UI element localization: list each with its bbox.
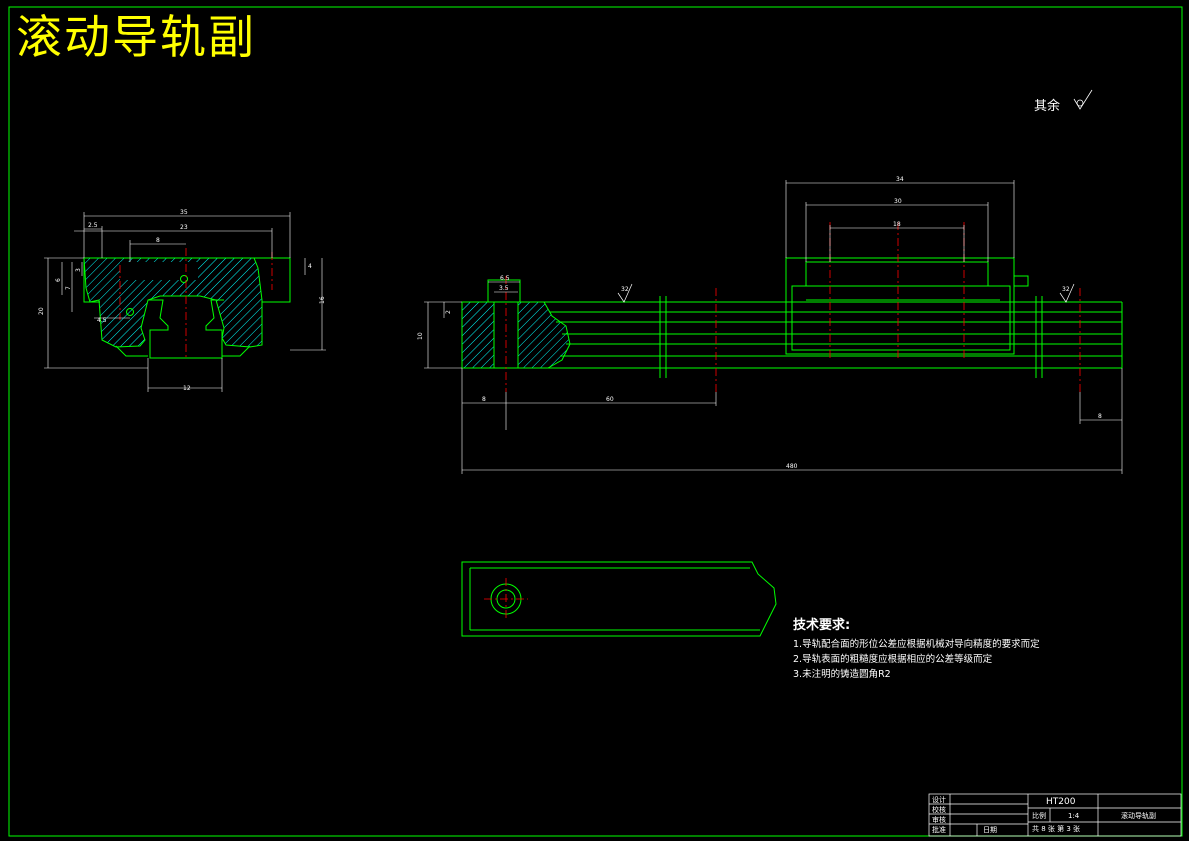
requirement-item-1: 1.导轨配合面的形位公差应根据机械对导向精度的要求而定	[793, 639, 1040, 650]
technical-requirements-heading: 技术要求:	[793, 618, 851, 633]
rail-top-view	[461, 561, 777, 637]
title-block	[928, 793, 1182, 837]
rest-roughness-symbol	[1073, 89, 1093, 110]
tb-scale-label: 比例	[1032, 812, 1046, 820]
tb-row-review: 审核	[932, 816, 946, 824]
tb-sheet-info: 共 8 张 第 3 张	[1032, 825, 1081, 833]
dim-height-side: 4	[308, 263, 312, 270]
dim-inner-width: 23	[180, 224, 188, 231]
side-view: 34 30 18 6.5 3.5 10 2 8 60 8 480 32 32	[417, 176, 1123, 474]
dim-left-offset: 2.5	[88, 222, 98, 229]
tb-material: HT200	[1046, 797, 1076, 807]
tb-part-name: 滚动导轨副	[1121, 812, 1156, 820]
dim-left-height: 10	[417, 332, 424, 340]
dim-counter-bore: 3.5	[499, 285, 509, 292]
rest-roughness-label: 其余	[1034, 99, 1061, 114]
tb-row-design: 设计	[932, 796, 946, 804]
dim-right-gap: 8	[1098, 413, 1102, 420]
dim-inner-a: 30	[894, 198, 902, 205]
tb-scale-value: 1:4	[1068, 812, 1080, 820]
dim-small-b: 7	[65, 286, 72, 290]
dim-small-c: 3	[75, 268, 82, 272]
roughness-value-2: 32	[1062, 286, 1070, 293]
requirement-item-2: 2.导轨表面的粗糙度应根据相应的公差等级而定	[793, 654, 993, 665]
dim-overall-width: 35	[180, 209, 188, 216]
dim-center-offset: 8	[156, 237, 160, 244]
dim-left-small: 2	[445, 310, 452, 314]
drawing-title: 滚动导轨副	[16, 10, 256, 64]
tb-date-label: 日期	[983, 826, 997, 834]
sheet-frame	[8, 6, 1183, 837]
dim-end-gap: 8	[482, 396, 486, 403]
cross-section-view: 35 2.5 23 8 4 20 16 6 7 3 4.5 12	[38, 209, 326, 392]
tb-row-approve: 批准	[932, 826, 946, 834]
dim-total-height: 20	[38, 307, 45, 315]
requirement-item-3: 3.未注明的铸造圆角R2	[793, 669, 891, 680]
dim-right-height: 16	[319, 296, 326, 304]
dim-rail-width: 12	[183, 385, 191, 392]
tb-row-check: 校核	[932, 806, 946, 814]
dim-small-a: 6	[55, 278, 62, 282]
dim-bottom-bore: 4.5	[97, 317, 107, 324]
dim-hole-dia: 6.5	[500, 275, 510, 282]
dim-pitch: 60	[606, 396, 614, 403]
roughness-value-1: 32	[621, 286, 629, 293]
roughness-symbol	[617, 283, 1075, 303]
dim-total-length: 480	[786, 463, 798, 470]
technical-requirements: 技术要求: 1.导轨配合面的形位公差应根据机械对导向精度的要求而定 2.导轨表面…	[793, 614, 1040, 682]
dim-inner-b: 18	[893, 221, 901, 228]
dim-block-width: 34	[896, 176, 904, 183]
